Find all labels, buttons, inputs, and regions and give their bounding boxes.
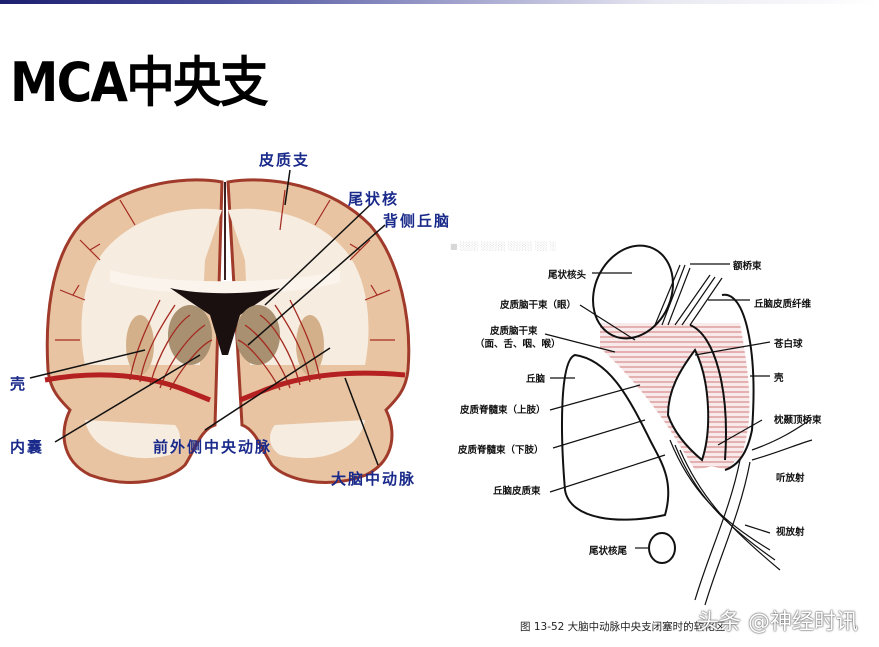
label-caudate-head: 尾状核头 [548,270,587,281]
label-globus-pallidus: 苍白球 [774,339,803,350]
watermark: 头条 @神经时讯 [697,610,858,635]
slide-title: MCA中央支 [10,51,268,114]
coronal-brain-figure: 皮质支 尾状核 背侧丘脑 壳 内囊 前外侧中央动脉 大脑中动脉 [0,130,449,500]
title-bar-gradient [0,0,879,4]
label-middle-cerebral-artery: 大脑中动脉 [331,470,417,488]
label-dorsal-thalamus: 背侧丘脑 [383,212,452,230]
label-putamen: 壳 [10,375,28,393]
label-corticobulbar-eye: 皮质脑干束（眼） [500,300,577,311]
label-thalamocortical: 丘脑皮质纤维 [754,299,812,310]
label-optic-radiation: 视放射 [776,527,805,538]
label-cortical-branch: 皮质支 [259,151,311,169]
faint-background-text: ■ ░░░ ░░░░ ░░░░ ░░ ░ [450,242,557,251]
label-caudate-nucleus: 尾状核 [348,190,400,208]
label-corticobulbar-face-2: （面、舌、咽、喉） [475,339,561,350]
label-thalamus: 丘脑 [526,374,546,385]
label-putamen-right: 壳 [774,373,784,384]
internal-capsule-figure: ■ ░░░ ░░░░ ░░░░ ░░ ░ [440,230,879,647]
label-auditory-radiation: 听放射 [776,473,805,484]
label-internal-capsule: 内囊 [10,438,45,456]
figure-caption: 图 13-52 大脑中动脉中央支闭塞时的软化区 [520,621,726,633]
label-corticospinal-upper: 皮质脊髓束（上肢） [460,405,546,416]
brain-section-illustration [29,169,411,484]
label-occipitotemporal-pontine: 枕颞顶桥束 [774,415,822,426]
label-caudate-tail: 尾状核尾 [589,546,628,557]
label-anterolateral-central-artery: 前外侧中央动脉 [153,438,273,456]
label-thalamocortical-tract: 丘脑皮质束 [493,486,541,497]
label-corticobulbar-face-1: 皮质脑干束 [490,326,538,337]
capsule-diagram [544,244,813,606]
label-corticospinal-lower: 皮质脊髓束（下肢） [458,445,544,456]
label-frontopontine: 额桥束 [733,261,762,272]
